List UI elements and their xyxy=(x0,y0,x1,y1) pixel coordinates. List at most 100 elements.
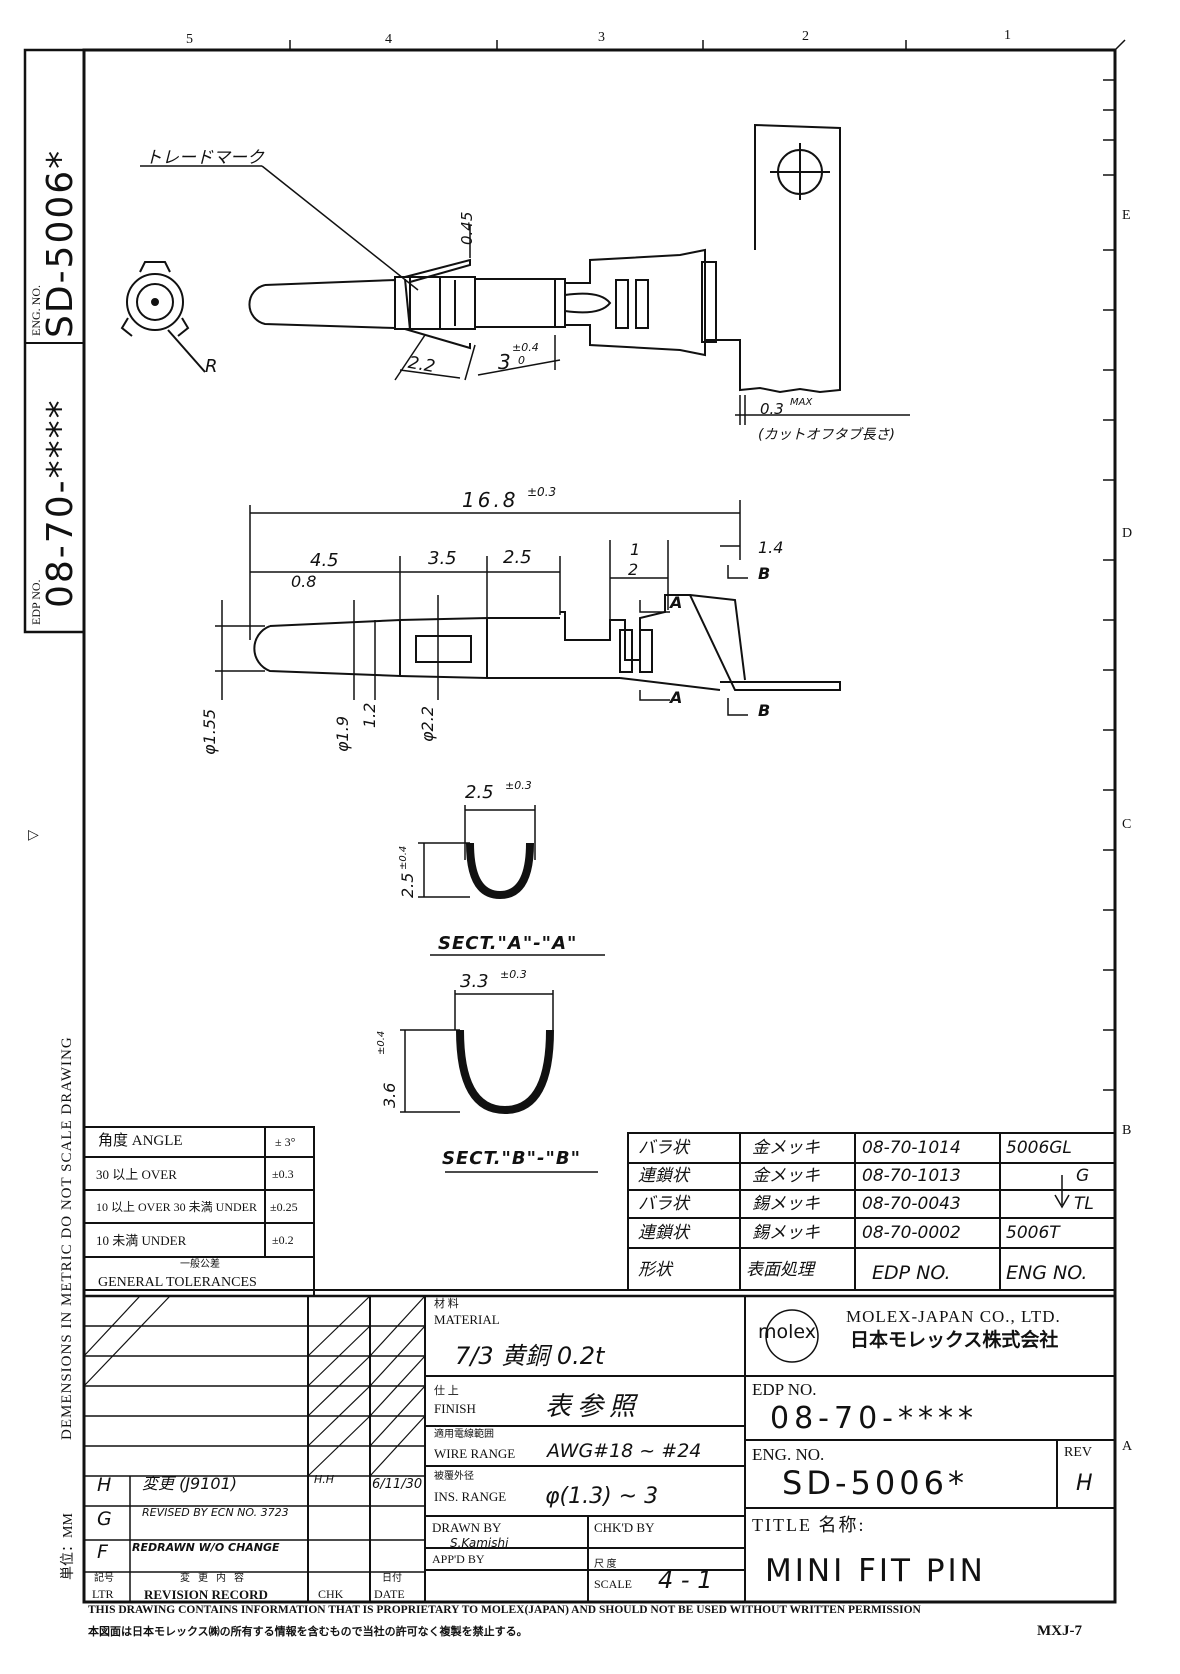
rev-g-desc: REVISED BY ECN NO. 3723 xyxy=(142,1506,289,1519)
variant-1-finish: 金メッキ xyxy=(752,1138,820,1158)
tol-row-3-label: 10 未満 UNDER xyxy=(96,1233,187,1248)
section-b-marker-top: B xyxy=(758,564,771,583)
variant-1-edp: 08-70-1014 xyxy=(862,1138,961,1158)
tol-row-1-value: ±0.3 xyxy=(272,1167,294,1181)
dia-1-9: φ1.9 xyxy=(333,716,352,752)
dim-0-45: 0.45 xyxy=(458,211,476,245)
side-edp-value: 08-70-**** xyxy=(40,398,81,608)
sect-a-width: 2.5 xyxy=(465,782,494,803)
variant-4-edp: 08-70-0002 xyxy=(862,1223,961,1243)
variant-2-shape: 連鎖状 xyxy=(638,1166,689,1186)
edp-no-label: EDP NO. xyxy=(752,1380,817,1399)
rev-footer-ltr-jp: 記号 xyxy=(94,1573,114,1584)
tol-row-1-label: 30 以上 OVER xyxy=(96,1167,177,1182)
sect-b-height-tol: ±0.4 xyxy=(376,1030,387,1055)
rev-h-ltr: H xyxy=(97,1474,112,1496)
grid-col-2: 2 xyxy=(802,29,809,44)
variant-2-eng: G xyxy=(1076,1166,1090,1186)
variant-1-shape: バラ状 xyxy=(638,1138,689,1158)
side-eng-value: SD-5006* xyxy=(40,148,81,338)
chkd-by-label: CHK'D BY xyxy=(594,1520,655,1535)
company-name-jp: 日本モレックス株式会社 xyxy=(850,1329,1059,1351)
rev-f-desc: REDRAWN W/O CHANGE xyxy=(132,1541,280,1554)
dim-3-tol: ±0.4 xyxy=(512,341,539,354)
section-a-marker-bottom: A xyxy=(670,688,683,707)
variant-3-eng: TL xyxy=(1074,1194,1094,1214)
ins-range-label: INS. RANGE xyxy=(434,1489,507,1504)
rev-footer-desc-jp: 変更内容 xyxy=(180,1573,252,1584)
dim-2-2: 2.2 xyxy=(406,352,437,378)
tol-footer-jp: 一般公差 xyxy=(180,1259,220,1270)
material-value: 7/3 黄銅 0.2t xyxy=(455,1342,605,1370)
material-label-jp: 材 料 xyxy=(434,1298,459,1310)
edp-no-value: 08-70-**** xyxy=(770,1401,978,1436)
section-a-marker-top: A xyxy=(670,593,683,612)
sect-a-width-tol: ±0.3 xyxy=(505,779,532,792)
variant-header-edp: EDP NO. xyxy=(872,1262,951,1284)
variant-1-eng: 5006GL xyxy=(1006,1138,1072,1158)
rev-footer-chk: CHK xyxy=(318,1587,344,1601)
ins-range-value: φ(1.3) ~ 3 xyxy=(545,1484,659,1509)
tol-footer: GENERAL TOLERANCES xyxy=(98,1275,257,1290)
scale-value: 4 - 1 xyxy=(658,1566,713,1594)
dim-1: 1 xyxy=(630,540,641,559)
rev-h-chk: H.H xyxy=(314,1473,335,1486)
dim-2-5: 2.5 xyxy=(503,547,532,568)
wire-range-label-jp: 適用電線範囲 xyxy=(434,1429,494,1440)
dim-3-tol2: 0 xyxy=(518,354,525,367)
tol-row-2-value: ±0.25 xyxy=(270,1200,298,1214)
rev-footer-ltr: LTR xyxy=(92,1587,114,1601)
radius-label: R xyxy=(205,356,218,377)
sect-b-height: 3.6 xyxy=(380,1082,399,1108)
material-label: MATERIAL xyxy=(434,1312,500,1327)
section-b-marker-bottom: B xyxy=(758,701,771,720)
variant-header-shape: 形状 xyxy=(638,1260,672,1280)
sect-a-label: SECT."A"-"A" xyxy=(438,933,578,954)
grid-col-3: 3 xyxy=(598,30,605,45)
cutoff-note: (カットオフタブ長さ) xyxy=(758,427,895,443)
dim-3-5: 3.5 xyxy=(428,548,457,569)
tol-header: 角度 ANGLE xyxy=(98,1133,183,1149)
trademark-label: トレードマーク xyxy=(145,148,264,168)
variant-3-shape: バラ状 xyxy=(638,1194,689,1214)
rev-footer-desc: REVISION RECORD xyxy=(144,1587,268,1602)
grid-row-b: B xyxy=(1122,1123,1132,1138)
title-label: TITLE 名称: xyxy=(752,1515,866,1535)
finish-value: 表参照 xyxy=(545,1392,642,1422)
wire-range-value: AWG#18 ~ #24 xyxy=(547,1440,702,1462)
variant-3-finish: 錫メッキ xyxy=(752,1194,820,1214)
grid-row-e: E xyxy=(1122,208,1131,223)
variant-4-eng: 5006T xyxy=(1006,1223,1060,1243)
sect-a-height-tol: ±0.4 xyxy=(398,845,409,870)
sheet-code: MXJ-7 xyxy=(1037,1623,1082,1639)
title-value: MINI FIT PIN xyxy=(765,1553,986,1589)
rev-footer-date-jp: 日付 xyxy=(382,1573,402,1584)
company-name: MOLEX-JAPAN CO., LTD. xyxy=(846,1307,1061,1326)
drawn-by-value: S.Kamishi xyxy=(450,1536,509,1550)
dim-1-2: 1.2 xyxy=(360,702,379,728)
finish-label-jp: 仕 上 xyxy=(434,1385,459,1397)
tol-row-3-value: ±0.2 xyxy=(272,1233,294,1247)
dim-0-8: 0.8 xyxy=(291,572,317,591)
grid-row-a: A xyxy=(1122,1439,1133,1454)
sect-b-label: SECT."B"-"B" xyxy=(442,1148,581,1169)
appd-by-label: APP'D BY xyxy=(432,1552,485,1566)
variant-2-finish: 金メッキ xyxy=(752,1166,820,1186)
unit-note: 単位：MM xyxy=(61,1513,76,1580)
scale-label: SCALE xyxy=(594,1577,633,1591)
proprietary-notice-jp: 本図面は日本モレックス㈱の所有する情報を含むもので当社の許可なく複製を禁止する。 xyxy=(88,1626,528,1638)
variant-header-finish: 表面処理 xyxy=(746,1260,814,1280)
variant-2-edp: 08-70-1013 xyxy=(862,1166,961,1186)
rev-footer-date: DATE xyxy=(374,1587,405,1601)
grid-col-1: 1 xyxy=(1004,28,1011,43)
scale-label-jp: 尺 度 xyxy=(594,1559,617,1570)
sect-b-width-tol: ±0.3 xyxy=(500,968,527,981)
wire-range-label: WIRE RANGE xyxy=(434,1446,516,1461)
drawn-by-label: DRAWN BY xyxy=(432,1520,502,1535)
dim-overall-tol: ±0.3 xyxy=(527,485,557,499)
grid-row-c: C xyxy=(1122,817,1132,832)
eng-no-label: ENG. NO. xyxy=(752,1445,825,1464)
rev-h-date: 6/11/30 xyxy=(372,1477,423,1492)
rev-f-ltr: F xyxy=(97,1541,108,1563)
